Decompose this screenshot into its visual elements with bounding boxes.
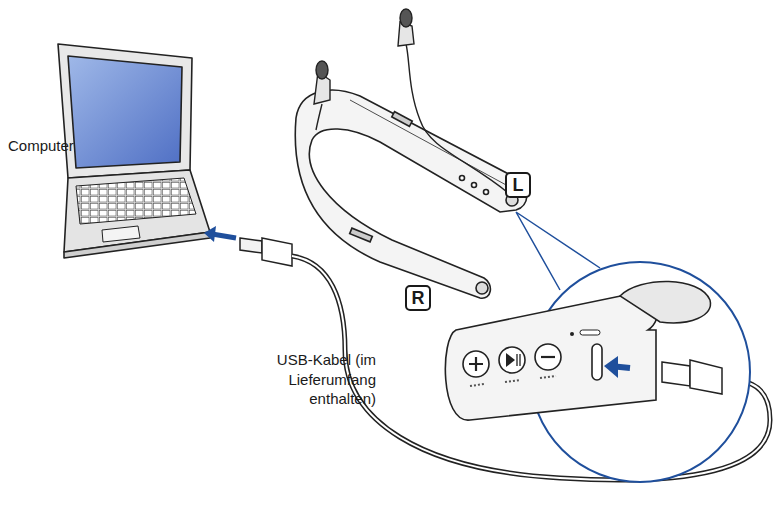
side-marker: R xyxy=(405,285,431,311)
zoom-view xyxy=(445,262,750,482)
usb-port xyxy=(592,344,602,380)
side-marker: L xyxy=(505,172,531,198)
control-unit xyxy=(445,292,658,420)
device-label: Computer xyxy=(8,136,74,156)
side-letter: L xyxy=(513,176,524,194)
insert-arrow xyxy=(212,234,236,238)
minus-button xyxy=(535,344,561,370)
neckband xyxy=(295,90,527,298)
play-button xyxy=(499,347,525,373)
earphones xyxy=(314,9,512,196)
micro-usb-plug xyxy=(662,362,690,386)
port-cover xyxy=(620,281,710,322)
cable-label: USB-Kabel (im Lieferumfang enthalten) xyxy=(226,350,376,409)
arrow-head xyxy=(204,226,216,242)
plus-button xyxy=(463,351,489,377)
side-letter: R xyxy=(412,289,425,307)
usb-plug xyxy=(240,238,292,266)
laptop xyxy=(58,44,210,258)
